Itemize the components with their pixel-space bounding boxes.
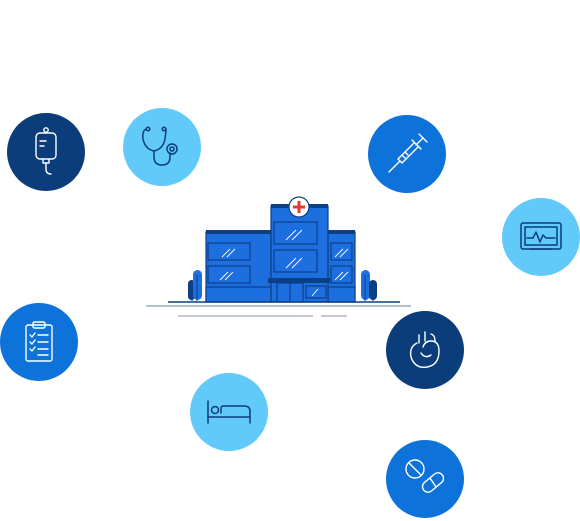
heart-organ-icon	[409, 331, 440, 368]
heart-monitor-icon	[520, 222, 562, 250]
red-cross-icon	[288, 196, 310, 218]
iv-drip-badge	[7, 113, 85, 191]
clipboard-badge	[0, 303, 78, 381]
ground-lines	[146, 301, 411, 317]
pills-icon	[405, 459, 445, 493]
heart-organ-badge	[386, 311, 464, 389]
pills-badge	[386, 440, 464, 518]
hospital-bed-badge	[190, 373, 268, 451]
tree-right	[361, 270, 377, 301]
tree-left	[188, 270, 202, 301]
syringe-icon	[388, 133, 428, 173]
stethoscope-badge	[123, 108, 201, 186]
clipboard-checklist-icon	[25, 321, 53, 362]
heart-monitor-badge	[502, 198, 580, 276]
syringe-badge	[368, 115, 446, 193]
hospital-bed-icon	[207, 400, 251, 424]
stethoscope-icon	[142, 126, 178, 166]
iv-drip-icon	[35, 127, 57, 175]
